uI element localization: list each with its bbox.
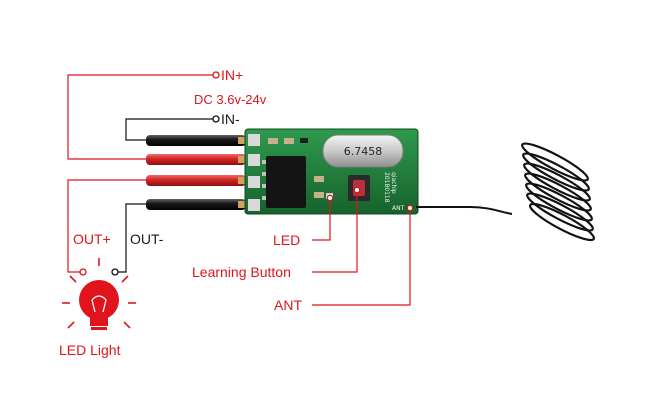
learning-button-callout-line [312,190,358,273]
dc-range-label: DC 3.6v-24v [194,92,267,107]
in-minus-line [125,118,213,141]
led-terminal-plus [79,268,87,276]
out-minus-line [118,203,148,273]
callout-lines [312,190,411,306]
ant-label: ANT [274,297,302,313]
out-plus-line [67,179,148,273]
light-bulb-icon [62,258,136,330]
in-minus-terminal [212,115,220,123]
led-label: LED [273,232,300,248]
ic-chip [266,156,306,208]
wire-out-minus [146,199,246,210]
out-minus-label: OUT- [130,231,164,247]
wiring-lines [67,74,213,273]
crystal-oscillator [322,134,404,168]
module-wires [146,135,250,210]
in-minus-label: IN- [221,111,240,127]
out-plus-label: OUT+ [73,231,111,247]
in-plus-terminal [212,71,220,79]
led-callout-line [312,198,331,241]
learning-button-label: Learning Button [192,264,291,280]
receiver-module: 6.7458 qiachip 20180118 ANT [244,128,419,215]
ant-pad-label: ANT [392,205,405,212]
wire-in-minus [146,135,246,146]
pcb-text-1: qiachip [390,172,397,194]
ant-callout-line [312,208,411,306]
spring-antenna [416,142,596,242]
in-plus-line [67,74,213,160]
pcb-text-2: 20180118 [383,172,390,203]
in-plus-label: IN+ [221,67,243,83]
wire-out-plus [146,175,246,186]
crystal-label: 6.7458 [344,145,383,158]
led-light-label: LED Light [59,342,121,358]
wire-in-plus [146,154,246,165]
led-terminal-minus [111,268,119,276]
